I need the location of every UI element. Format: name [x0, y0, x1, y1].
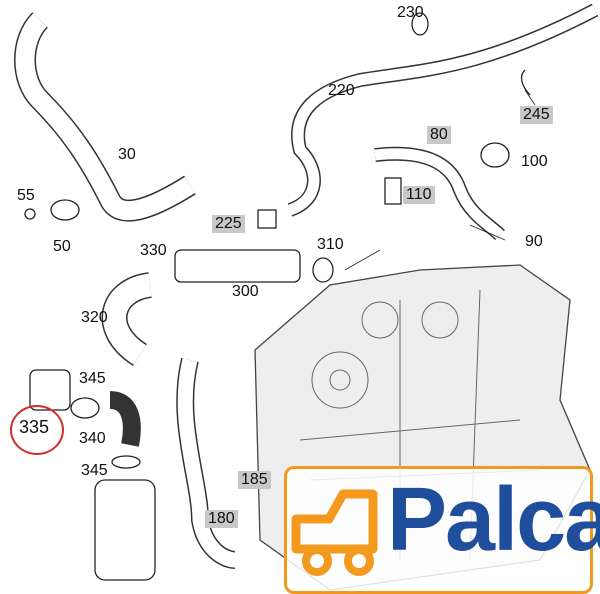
palca-logo: Palca — [284, 466, 600, 594]
part-label-335: 335 — [19, 417, 50, 437]
part-label-330: 330 — [140, 242, 167, 259]
part-label-90: 90 — [525, 233, 543, 250]
part-label-300: 300 — [232, 283, 259, 300]
logo-text: Palca — [387, 470, 600, 570]
water-pump — [94, 479, 156, 581]
part-label-225: 225 — [212, 215, 245, 233]
part-label-100: 100 — [521, 153, 548, 170]
part-label-220: 220 — [328, 82, 355, 99]
truck-icon — [291, 489, 378, 576]
part-label-320: 320 — [81, 309, 108, 326]
highlight-circle — [10, 405, 64, 455]
part-label-110: 110 — [403, 186, 435, 204]
part-label-30: 30 — [118, 146, 136, 163]
part-label-230: 230 — [397, 4, 424, 21]
part-label-345b: 345 — [81, 462, 108, 479]
part-label-310: 310 — [317, 236, 344, 253]
part-label-185: 185 — [238, 471, 271, 489]
part-label-245: 245 — [520, 106, 553, 124]
part-label-55: 55 — [17, 187, 35, 204]
part-label-50: 50 — [53, 238, 71, 255]
part-label-80: 80 — [427, 126, 451, 144]
part-label-180: 180 — [205, 510, 238, 528]
part-label-340: 340 — [79, 430, 106, 447]
part-label-345a: 345 — [79, 370, 106, 387]
pipe-300 — [174, 249, 301, 283]
pump — [29, 369, 71, 411]
